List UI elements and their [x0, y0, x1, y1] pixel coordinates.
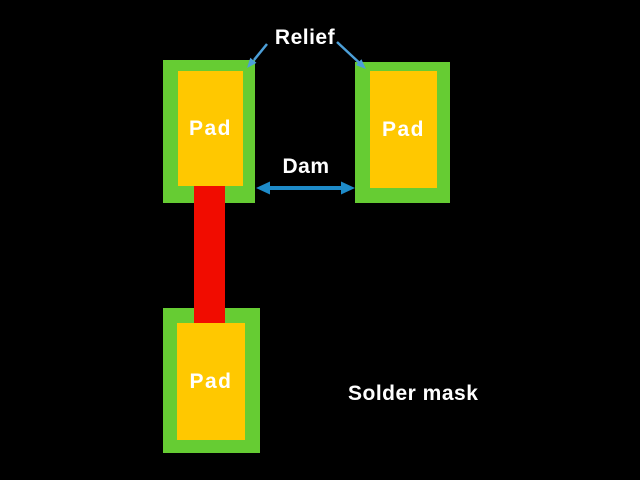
- pad-top-right: Pad: [370, 71, 437, 188]
- pad-label: Pad: [381, 117, 425, 141]
- dam-arrow-icon: [256, 181, 355, 195]
- relief-label: Relief: [274, 26, 336, 49]
- pad-label: Pad: [188, 116, 232, 140]
- pad-label: Pad: [189, 369, 233, 393]
- pad-top-left: Pad: [178, 71, 243, 186]
- solder-mask-label: Solder mask: [348, 382, 479, 405]
- copper-trace: [194, 186, 225, 323]
- pad-bottom-left: Pad: [177, 323, 245, 440]
- dam-label: Dam: [282, 155, 330, 178]
